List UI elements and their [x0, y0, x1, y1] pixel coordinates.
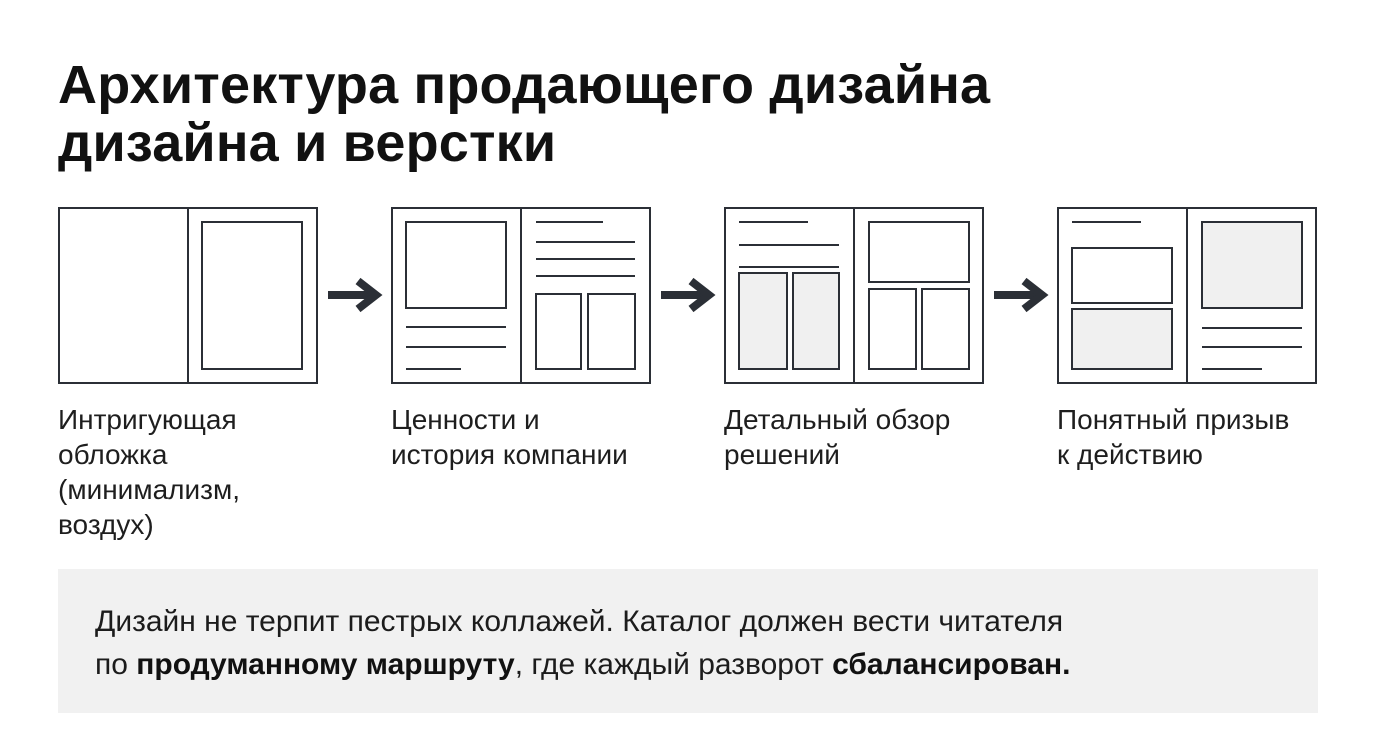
spread-cover [58, 207, 318, 384]
photo-block [405, 221, 507, 309]
spread-values-history [391, 207, 651, 384]
caption-line: Понятный призыв [1057, 404, 1290, 435]
spread-solutions-overview [724, 207, 984, 384]
photo-block [792, 272, 840, 370]
step-caption-values-history: Ценности и история компании [391, 402, 628, 472]
caption-line: обложка [58, 439, 168, 470]
photo-block [1071, 308, 1173, 370]
arrow-right-icon [328, 277, 383, 313]
step-caption-cover: Интригующая обложка (минимализм, воздух) [58, 402, 240, 542]
step-caption-solutions-overview: Детальный обзор решений [724, 402, 950, 472]
arrow-right-icon [994, 277, 1049, 313]
photo-block [868, 288, 917, 370]
photo-block [1071, 247, 1173, 304]
photo-block [587, 293, 636, 370]
arrow-right-icon [661, 277, 716, 313]
title-line-2: дизайна и верстки [58, 113, 557, 173]
caption-line: воздух) [58, 509, 154, 540]
caption-line: история компании [391, 439, 628, 470]
photo-block [1201, 221, 1303, 309]
caption-line: Интригующая [58, 404, 237, 435]
caption-line: (минимализм, [58, 474, 240, 505]
page-title: Архитектура продающего дизайна дизайна и… [58, 56, 990, 172]
photo-block [738, 272, 788, 370]
photo-block [535, 293, 582, 370]
caption-line: Детальный обзор [724, 404, 951, 435]
note-text: , где каждый разворот [514, 648, 833, 681]
step-caption-call-to-action: Понятный призыв к действию [1057, 402, 1289, 472]
summary-note: Дизайн не терпит пестрых коллажей. Катал… [58, 569, 1318, 713]
cover-image-frame [201, 221, 303, 370]
spread-call-to-action [1057, 207, 1317, 384]
note-emphasis: продуманному маршруту [136, 648, 515, 681]
photo-block [868, 221, 970, 283]
note-line-1: Дизайн не терпит пестрых коллажей. Катал… [95, 605, 1064, 638]
photo-block [921, 288, 970, 370]
caption-line: Ценности и [391, 404, 540, 435]
note-text: по [95, 648, 137, 681]
note-emphasis: сбалансирован. [832, 648, 1071, 681]
caption-line: к действию [1057, 439, 1203, 470]
title-line-1: Архитектура продающего дизайна [58, 55, 991, 115]
caption-line: решений [724, 439, 840, 470]
note-line-2: по продуманному маршруту, где каждый раз… [95, 643, 1318, 686]
